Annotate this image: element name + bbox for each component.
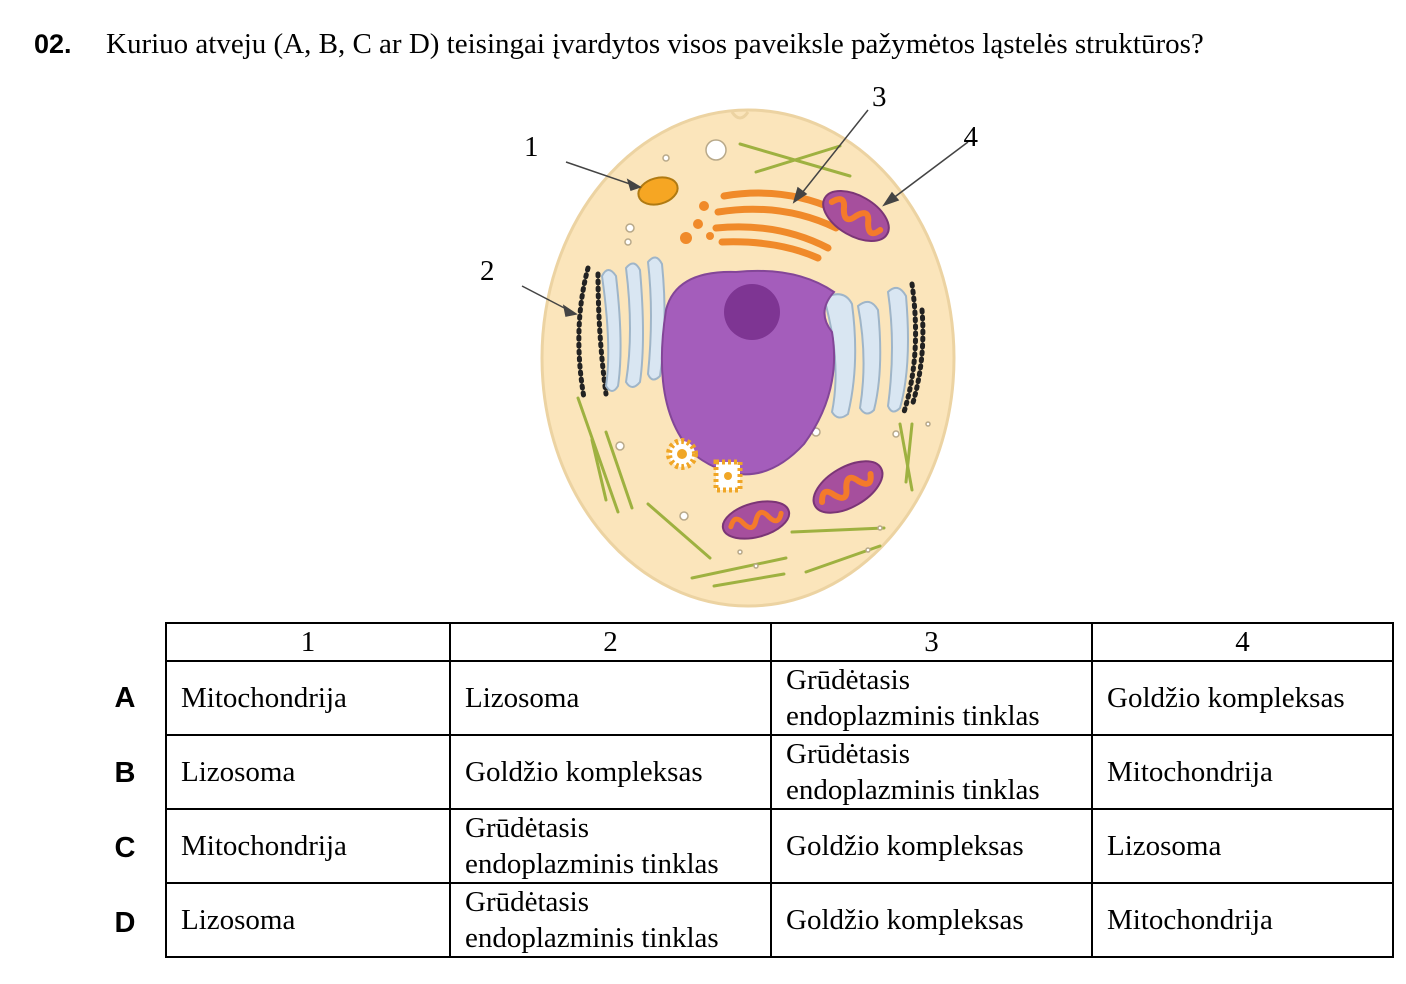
table-cell: Grūdėtasis endoplazminis tinklas <box>449 808 772 884</box>
callout-4: 4 <box>964 121 979 153</box>
option-letter-a: A <box>114 682 136 714</box>
table-cell: Goldžio kompleksas <box>770 808 1093 884</box>
mitochondrion-lower-right <box>812 460 884 514</box>
centriole-2 <box>713 459 743 493</box>
table-cell: Lizosoma <box>1091 808 1394 884</box>
rough-er-right <box>901 281 926 415</box>
er-right <box>822 286 909 419</box>
question-text: Kuriuo atveju (A, B, C ar D) teisingai į… <box>106 28 1204 60</box>
vesicles <box>615 139 931 569</box>
table-cell: Mitochondrija <box>1091 734 1394 810</box>
centriole-1 <box>666 438 698 470</box>
column-header: 1 <box>165 622 451 662</box>
membrane-notch <box>730 111 750 120</box>
table-cell: Mitochondrija <box>165 660 451 736</box>
table-cell: Grūdėtasis endoplazminis tinklas <box>770 660 1093 736</box>
cell-diagram: 1 2 3 4 <box>460 80 980 610</box>
option-letter-b: B <box>114 757 136 789</box>
table-cell: Lizosoma <box>449 660 772 736</box>
table-cell: Grūdėtasis endoplazminis tinklas <box>770 734 1093 810</box>
table-cell: Mitochondrija <box>165 808 451 884</box>
question-stem: 02. Kuriuo atveju (A, B, C ar D) teisinga… <box>34 24 1394 64</box>
table-cell: Grūdėtasis endoplazminis tinklas <box>449 882 772 958</box>
table-row-d: Lizosoma Grūdėtasis endoplazminis tinkla… <box>165 882 1394 958</box>
option-letter-c: C <box>114 832 136 864</box>
table-cell: Goldžio kompleksas <box>770 882 1093 958</box>
golgi-vesicles <box>680 201 714 244</box>
option-letter-d: D <box>114 907 136 939</box>
table-cell: Mitochondrija <box>1091 882 1394 958</box>
column-header: 2 <box>449 622 772 662</box>
callout-1: 1 <box>524 131 539 163</box>
table-cell: Lizosoma <box>165 734 451 810</box>
table-cell: Lizosoma <box>165 882 451 958</box>
lysosome-organelle <box>637 176 679 206</box>
table-row-b: Lizosoma Goldžio kompleksas Grūdėtasis e… <box>165 734 1394 810</box>
mitochondrion-organelle <box>822 190 890 242</box>
table-cell: Goldžio kompleksas <box>1091 660 1394 736</box>
table-row-c: Mitochondrija Grūdėtasis endoplazminis t… <box>165 808 1394 884</box>
table-row-a: Mitochondrija Lizosoma Grūdėtasis endopl… <box>165 660 1394 736</box>
question-number: 02. <box>34 29 72 59</box>
mitochondrion-lower-left <box>721 500 791 540</box>
callout-lines <box>521 109 969 317</box>
er-left <box>600 256 666 392</box>
answer-table: 1 2 3 4 Mitochondrija Lizosoma Grūdėtasi… <box>165 622 1394 958</box>
table-cell: Goldžio kompleksas <box>449 734 772 810</box>
nucleolus <box>724 284 780 340</box>
column-header: 4 <box>1091 622 1394 662</box>
column-header: 3 <box>770 622 1093 662</box>
callout-2: 2 <box>480 255 495 287</box>
table-header-row: 1 2 3 4 <box>165 622 1394 662</box>
callout-3: 3 <box>872 81 887 113</box>
